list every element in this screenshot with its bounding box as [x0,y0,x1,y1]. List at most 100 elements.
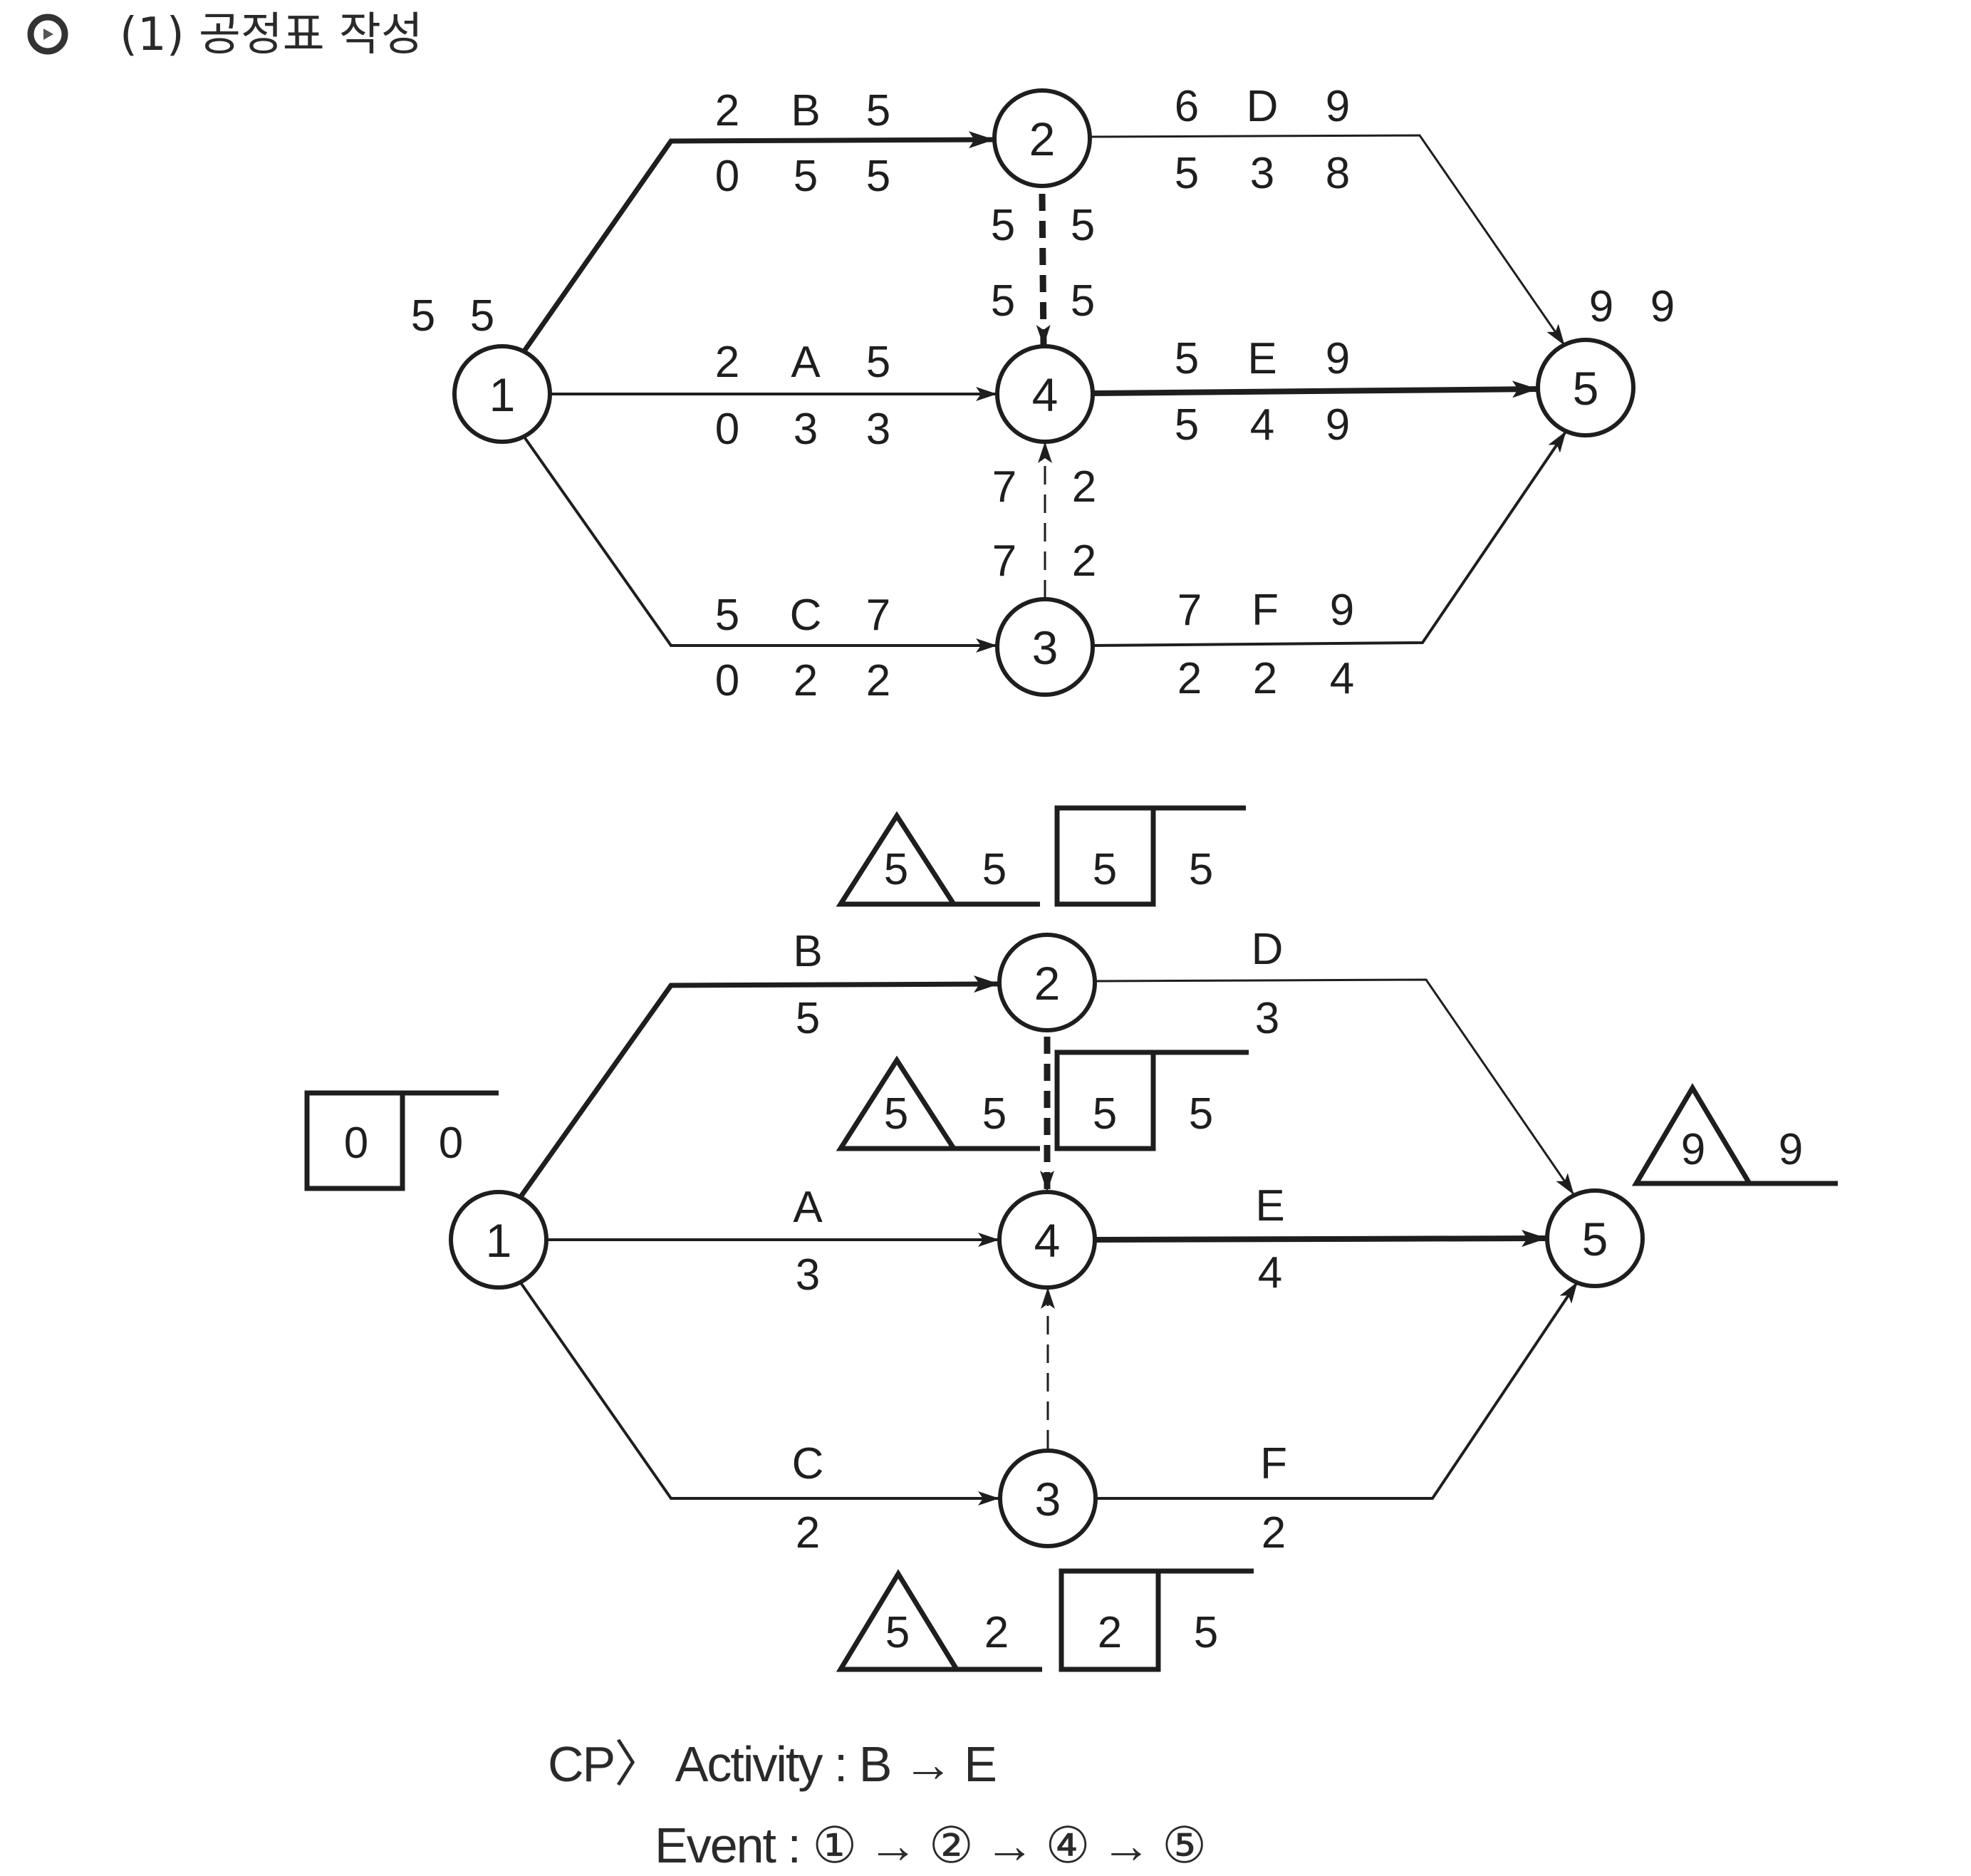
dummy-3-4-left-2: 7 [992,537,1016,586]
c-duration: 2 [794,656,818,705]
lower-node-2 [997,933,1097,1032]
lower-network-labels: 1 2 3 4 5 B 5 D 3 A 3 E 4 C 2 F 2 0 0 5 … [344,845,1803,1657]
e-name: E [1247,334,1276,383]
node-2-box-right-value: 5 [1189,845,1213,894]
c-lft: 2 [866,656,890,705]
lower-b-name: B [793,927,822,976]
c-est: 5 [715,591,739,640]
lower-node-3-label: 3 [1035,1473,1061,1525]
upper-network-labels: 1 2 3 4 5 5 5 9 9 2 B 5 0 5 5 2 A 5 0 3 … [411,82,1675,705]
lower-e-duration: 4 [1258,1248,1282,1297]
upper-node-1 [452,344,552,444]
node-4-triangle-right-value: 5 [982,1089,1007,1139]
play-circle-icon [27,14,68,55]
lower-e-name: E [1255,1181,1284,1230]
lower-node-2-label: 2 [1034,957,1061,1010]
lower-f-duration: 2 [1262,1508,1286,1558]
dummy-3-4-right-1: 2 [1072,462,1096,512]
dummy-2-4-right-1: 5 [1071,201,1095,250]
e-eft: 9 [1326,334,1350,383]
node-4-latest-box [1054,1050,1249,1151]
lower-node-5-label: 5 [1582,1213,1608,1265]
activity-f-arrow [1093,430,1567,647]
e-tf: 5 [1175,400,1199,450]
a-est: 2 [715,338,739,387]
lower-node-4 [997,1190,1097,1290]
node-2-triangle-value: 5 [884,845,908,894]
lower-c-duration: 2 [796,1508,820,1558]
c-eft: 7 [866,591,890,640]
lower-activity-e-arrow [1095,1230,1547,1248]
lower-activity-d-arrow [1095,978,1575,1195]
lower-a-name: A [793,1183,823,1232]
activity-d-arrow [1090,134,1566,346]
lower-a-duration: 3 [796,1250,820,1300]
node-5-earliest-triangle [1631,1083,1838,1186]
node-2-box-value: 5 [1093,845,1117,894]
b-duration: 5 [794,152,818,201]
lower-f-name: F [1260,1439,1287,1488]
d-est: 6 [1175,82,1199,131]
lower-node-5 [1545,1188,1645,1288]
e-est: 5 [1175,334,1199,383]
lower-activity-f-arrow [1096,1281,1579,1500]
header: (1) 공정표 작성 [27,9,423,61]
lower-activity-c-arrow [519,1280,999,1506]
activity-e-arrow [1093,380,1538,398]
lower-d-name: D [1252,925,1284,974]
node-1-box-value: 0 [344,1119,368,1168]
upper-network [452,88,1635,697]
upper-node-5 [1536,338,1635,437]
upper-node-2-label: 2 [1029,113,1056,165]
node-1-time-right: 5 [470,291,494,341]
lower-node-1 [449,1190,548,1290]
d-eft: 9 [1326,82,1350,131]
node-1-time-left: 5 [411,291,435,341]
dummy-3-4-right-2: 2 [1072,537,1096,586]
cp-activity-line: CP〉 Activity : B → E [548,1736,996,1792]
upper-node-1-label: 1 [489,368,516,421]
f-eft: 9 [1330,586,1354,635]
a-name: A [791,338,821,387]
f-name: F [1252,586,1279,635]
upper-node-4 [995,344,1095,444]
dummy-2-4-left-2: 5 [991,276,1015,326]
node-5-time-right: 9 [1650,282,1675,331]
dummy-3-4-left-1: 7 [992,462,1016,512]
e-lft: 9 [1326,400,1350,450]
node-3-box-value: 2 [1098,1608,1122,1657]
d-duration: 3 [1250,149,1274,198]
activity-b-arrow [521,131,994,354]
lower-node-3 [998,1449,1098,1548]
node-3-latest-box [1059,1568,1254,1672]
c-tf: 0 [715,656,739,705]
node-5-triangle-value: 9 [1681,1125,1705,1174]
section-title: (1) 공정표 작성 [120,9,423,61]
node-2-earliest-triangle [836,811,1040,907]
lower-d-duration: 3 [1255,994,1279,1043]
node-4-box-right-value: 5 [1189,1089,1213,1139]
lower-node-1-label: 1 [486,1214,512,1267]
f-est: 7 [1177,586,1202,635]
activity-c-arrow [522,435,997,653]
critical-path-summary: CP〉 Activity : B → E Event : ① → ② → ④ →… [548,1736,1207,1873]
node-1-latest-box [304,1090,499,1191]
node-4-earliest-triangle [836,1055,1040,1151]
a-lft: 3 [866,405,890,454]
node-2-triangle-right-value: 5 [982,845,1007,894]
upper-node-3 [995,597,1095,697]
f-lft: 4 [1330,654,1354,703]
lower-node-4-label: 4 [1034,1214,1061,1267]
dummy-2-4-right-2: 5 [1071,276,1095,326]
d-name: D [1247,82,1279,131]
upper-node-4-label: 4 [1032,368,1059,421]
node-4-box-value: 5 [1093,1089,1117,1139]
d-tf: 5 [1175,149,1199,198]
lower-c-name: C [792,1439,824,1488]
node-5-triangle-right-value: 9 [1779,1125,1803,1174]
upper-node-3-label: 3 [1032,621,1059,674]
c-name: C [790,591,822,640]
d-lft: 8 [1326,149,1350,198]
dummy-2-4-left-1: 5 [991,201,1015,250]
